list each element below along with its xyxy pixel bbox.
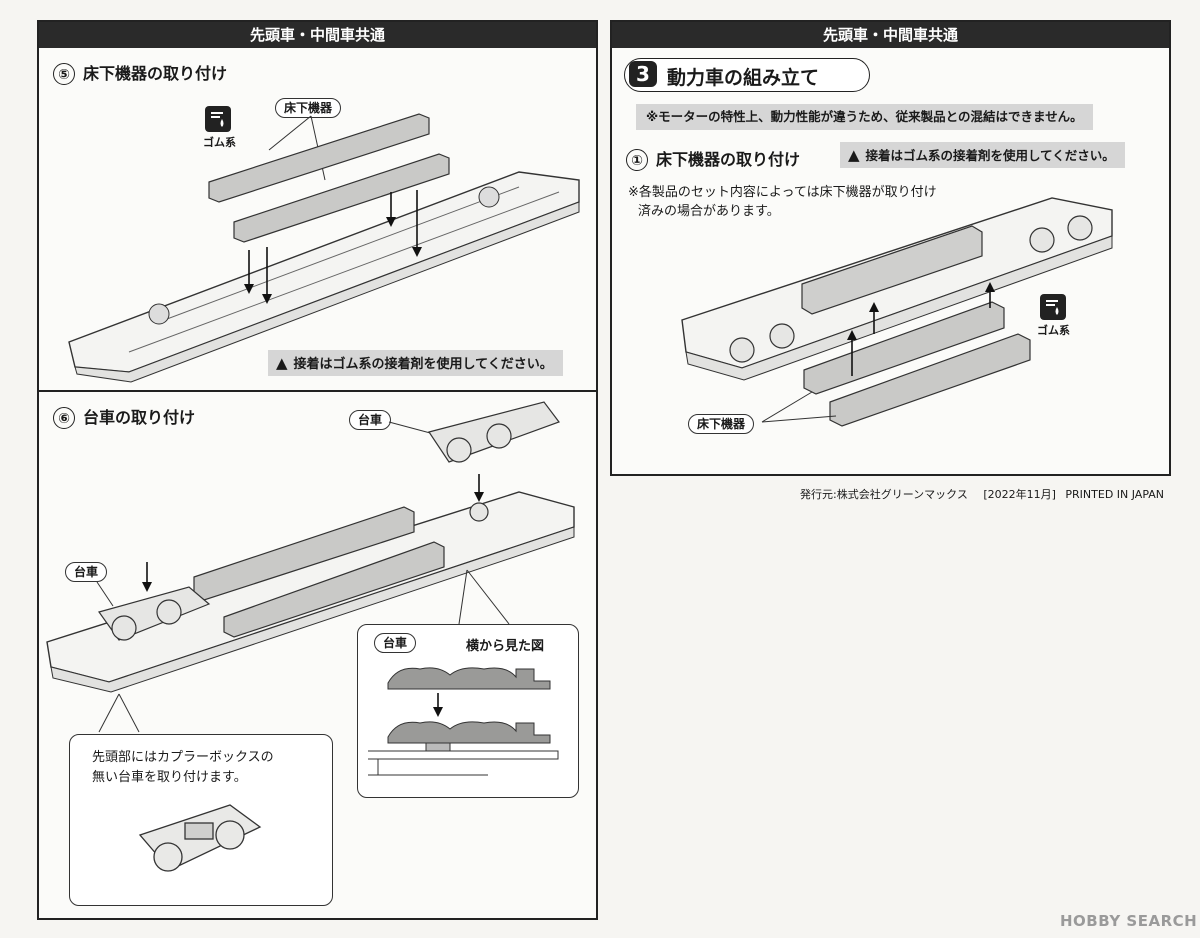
step6-title: ⑥ 台車の取り付け xyxy=(53,404,195,429)
bogie-callout-top: 台車 xyxy=(349,410,392,430)
warning-icon: ▲ xyxy=(848,146,860,164)
step1-title-text: 床下機器の取り付け xyxy=(656,150,801,169)
section-title: 動力車の組み立て xyxy=(667,67,820,89)
bogie-callout-left: 台車 xyxy=(65,562,108,582)
chassis-drawing-step5 xyxy=(68,113,580,383)
panel-header: 先頭車・中間車共通 xyxy=(39,22,596,48)
glue-icon-label-right: ゴム系 xyxy=(1037,324,1070,337)
chassis-drawing-step6 xyxy=(46,401,575,733)
warning-icon: ▲ xyxy=(276,354,288,372)
step5-title: ⑤ 床下機器の取り付け xyxy=(53,60,227,85)
printed-in: PRINTED IN JAPAN xyxy=(1065,488,1165,501)
step1-title: ① 床下機器の取り付け xyxy=(626,146,800,171)
power-chassis-drawing xyxy=(681,197,1113,427)
watermark: HOBBY SEARCH xyxy=(1060,912,1198,930)
section-heading: 3 動力車の組み立て xyxy=(624,58,870,92)
front-bogie-note-box: 先頭部にはカプラーボックスの 無い台車を取り付けます。 xyxy=(69,734,333,906)
step5-number: ⑤ xyxy=(53,63,75,85)
step6-number: ⑥ xyxy=(53,407,75,429)
front-bogie-note-line2: 無い台車を取り付けます。 xyxy=(92,770,247,785)
step6-title-text: 台車の取り付け xyxy=(83,408,196,427)
glue-warning-text: 接着はゴム系の接着剤を使用してください。 xyxy=(293,357,553,372)
power-car-panel: 先頭車・中間車共通 3 動力車の組み立て ※モーターの特性上、動力性能が違うため… xyxy=(610,20,1171,476)
glue-icon-label: ゴム系 xyxy=(203,136,236,149)
front-bogie-note-line1: 先頭部にはカプラーボックスの xyxy=(92,750,274,765)
step5-panel: 先頭車・中間車共通 ⑤ 床下機器の取り付け ゴム系 床下機器 xyxy=(37,20,598,392)
preinstalled-note-line2: 済みの場合があります。 xyxy=(638,204,780,219)
glue-warning-step1: ▲ 接着はゴム系の接着剤を使用してください。 xyxy=(840,142,1125,168)
step6-panel: ⑥ 台車の取り付け 台車 台車 xyxy=(37,390,598,920)
section-number: 3 xyxy=(629,61,657,87)
rubber-glue-icon xyxy=(205,106,231,132)
glue-warning-text-right: 接着はゴム系の接着剤を使用してください。 xyxy=(865,148,1115,163)
step1-number: ① xyxy=(626,149,648,171)
glue-warning-step5: ▲ 接着はゴム系の接着剤を使用してください。 xyxy=(268,350,563,376)
side-view-drawing xyxy=(368,667,559,776)
footer: 発行元:株式会社グリーンマックス [2022年11月] PRINTED IN J… xyxy=(800,486,1164,502)
panel-header-right: 先頭車・中間車共通 xyxy=(612,22,1169,48)
side-view-title: 横から見た図 xyxy=(466,639,545,654)
step5-title-text: 床下機器の取り付け xyxy=(83,64,228,83)
publisher: 発行元:株式会社グリーンマックス xyxy=(800,488,968,501)
side-view-bogie-callout: 台車 xyxy=(374,633,417,653)
bogie-without-coupler-drawing xyxy=(138,804,262,872)
underfloor-callout-right: 床下機器 xyxy=(688,414,755,434)
rubber-glue-icon-right xyxy=(1040,294,1066,320)
preinstalled-note-line1: ※各製品のセット内容によっては床下機器が取り付け xyxy=(628,185,937,200)
underfloor-callout: 床下機器 xyxy=(275,98,342,118)
issue-date: [2022年11月] xyxy=(983,488,1056,501)
side-view-box: 台車 横から見た図 xyxy=(357,624,579,798)
compatibility-notice: ※モーターの特性上、動力性能が違うため、従来製品との混結はできません。 xyxy=(636,104,1093,130)
